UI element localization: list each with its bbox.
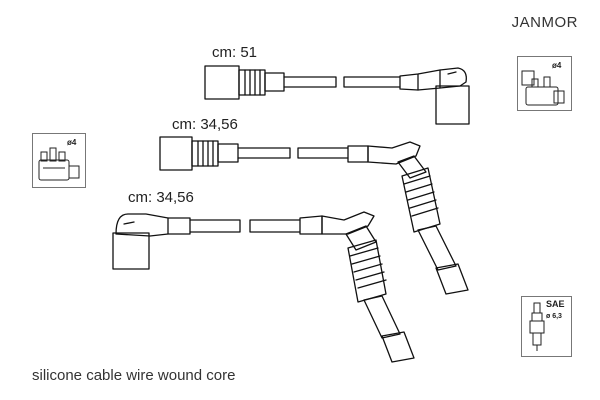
cable-2-wire-left [237, 147, 291, 159]
cable-1-wire-right [343, 76, 401, 88]
cable-2-straight-boot [159, 136, 193, 171]
cable-3-angled-boot-body [112, 232, 150, 270]
cable-3-length-label: cm: 34,56 [128, 189, 194, 206]
spark-plug-diameter: ø 6,3 [546, 313, 562, 320]
cable-2-boot-collar [191, 140, 219, 167]
distributor-left-diameter: ø4 [67, 138, 77, 147]
cable-2-length-label: cm: 34,56 [172, 116, 238, 133]
brand-label: JANMOR [511, 14, 578, 31]
cable-2 [159, 136, 469, 295]
cable-3-wire-left [189, 219, 241, 233]
cable-3-ribbed-boot [347, 239, 387, 303]
cable-2-angled-head [367, 141, 421, 165]
cable-1-boot-collar [238, 69, 266, 96]
cable-1 [204, 65, 470, 125]
spark-plug-standard: SAE [546, 299, 565, 309]
cable-1-wire-left [283, 76, 337, 88]
cable-2-ribbed-boot [401, 167, 441, 233]
cable-3-terminal [381, 331, 415, 363]
cable-3-tube [363, 295, 401, 339]
cable-3 [112, 211, 415, 363]
distributor-cap-icon-right: ø4 [517, 56, 572, 111]
cable-1-angled-boot-body [435, 85, 470, 125]
cable-2-terminal [435, 263, 469, 295]
cable-3-angled-boot [115, 213, 191, 237]
distributor-right-diameter: ø4 [552, 61, 562, 70]
cable-1-angled-boot [399, 67, 467, 91]
cable-1-straight-boot [204, 65, 240, 100]
spark-plug-icon: SAE ø 6,3 [521, 296, 572, 357]
distributor-cap-icon-left: ø4 [32, 133, 86, 188]
cable-1-length-label: cm: 51 [212, 44, 258, 61]
cable-2-wire-right [297, 147, 349, 159]
cable-3-wire-right [249, 219, 301, 233]
cable-2-tube [417, 225, 457, 271]
caption: silicone cable wire wound core [32, 367, 236, 384]
cable-3-angled-head [321, 211, 375, 235]
